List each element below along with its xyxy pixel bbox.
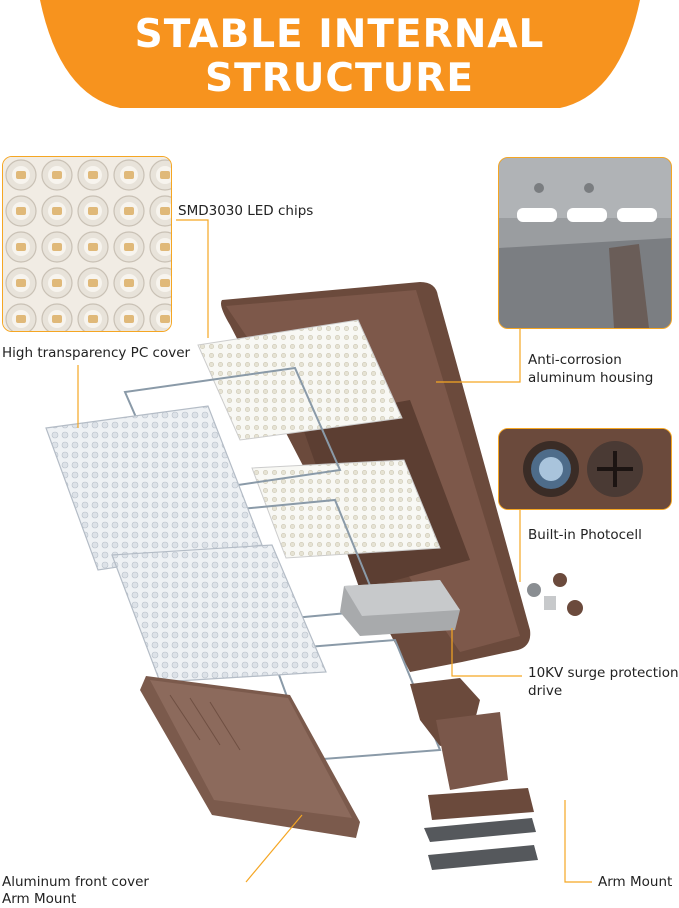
label-arm-mount: Arm Mount (598, 874, 673, 890)
banner-title-line1: STABLE INTERNAL (134, 12, 545, 57)
inset-led-chips (2, 156, 172, 332)
aluminum-front-cover (140, 676, 360, 838)
label-led-chips: SMD3030 LED chips (178, 203, 314, 219)
label-pc-cover: High transparency PC cover (2, 345, 191, 361)
pc-cover-upper (45, 405, 263, 571)
leader-lines (77, 219, 592, 883)
banner-title-line2: STRUCTURE (205, 56, 474, 101)
surge-protection-driver (340, 580, 460, 636)
label-surge-line1: 10KV surge protection (528, 665, 679, 681)
pc-cover-lower (111, 544, 327, 683)
label-front-cover-line1: Aluminum front cover (2, 874, 149, 890)
label-photocell: Built-in Photocell (528, 527, 642, 543)
label-housing-line1: Anti-corrosion (528, 352, 622, 368)
photocell-parts (527, 573, 583, 616)
arm-mount (410, 678, 538, 870)
led-board-lower (251, 459, 441, 559)
inset-photocell (498, 428, 672, 510)
inset-housing (498, 157, 672, 329)
label-housing-line2: aluminum housing (528, 370, 654, 386)
label-surge-line2: drive (528, 683, 563, 699)
header-banner (40, 0, 640, 108)
label-front-cover-line2: Arm Mount (2, 891, 77, 907)
